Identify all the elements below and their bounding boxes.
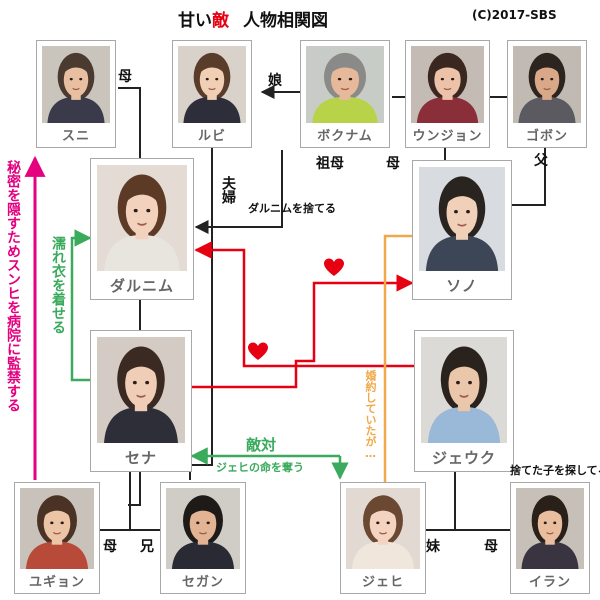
character-name: セナ xyxy=(124,449,157,467)
label-grandmother: 祖母 xyxy=(316,156,344,172)
person-portrait-icon xyxy=(419,167,505,271)
label-searching: 捨てた子を探してる xyxy=(510,464,600,477)
copyright: (C)2017-SBS xyxy=(472,8,557,22)
heart-icon xyxy=(248,342,268,360)
person-portrait-icon xyxy=(20,488,94,569)
person-portrait-icon xyxy=(346,488,420,569)
label-engaged: 婚約していたが… xyxy=(364,370,377,460)
line-orange-engaged xyxy=(383,234,412,482)
label-elder-brother: 兄 xyxy=(140,539,154,555)
line-gobon-sono xyxy=(512,148,546,206)
line-rubi-couple xyxy=(189,148,213,480)
character-name: ルビ xyxy=(197,129,226,144)
label-wet-clothes: 濡れ衣を着せる xyxy=(50,236,66,334)
label-father: 父 xyxy=(534,153,548,169)
label-daughter: 娘 xyxy=(268,73,282,89)
person-portrait-icon xyxy=(166,488,240,569)
card-iran[interactable]: イラン xyxy=(510,482,590,594)
label-mother-yugyon: 母 xyxy=(103,539,117,555)
label-take-life: ジェヒの命を奪う xyxy=(216,461,304,474)
label-mother-iran: 母 xyxy=(484,539,498,555)
person-portrait-icon xyxy=(306,46,384,123)
person-portrait-icon xyxy=(513,46,581,123)
character-name: ジェヒ xyxy=(361,575,404,590)
card-sena[interactable]: セナ xyxy=(90,330,192,472)
heart-icon xyxy=(324,258,344,276)
card-gobon[interactable]: ゴボン xyxy=(507,40,587,148)
card-sono[interactable]: ソノ xyxy=(412,160,512,300)
label-couple: 夫婦 xyxy=(220,176,236,204)
character-name: ボクナム xyxy=(317,129,373,144)
character-name: イラン xyxy=(528,575,571,590)
person-portrait-icon xyxy=(178,46,246,123)
card-bokunamu[interactable]: ボクナム xyxy=(300,40,390,148)
label-rival: 敵対 xyxy=(246,436,277,454)
title-text-1: 甘い xyxy=(178,11,212,31)
character-name: ユギョン xyxy=(28,575,85,590)
title-text-2: 人物相関図 xyxy=(243,11,328,31)
card-jehi[interactable]: ジェヒ xyxy=(340,482,426,594)
character-name: ウンジョン xyxy=(412,129,483,144)
card-jeuku[interactable]: ジェウク xyxy=(414,330,514,472)
line-abandon xyxy=(194,150,283,234)
label-abandoned: ダルニムを捨てる xyxy=(248,202,336,215)
card-yugyon[interactable]: ユギョン xyxy=(14,482,100,594)
label-mother-unjon: 母 xyxy=(386,156,400,172)
card-segan[interactable]: セガン xyxy=(160,482,246,594)
character-name: ゴボン xyxy=(525,129,568,144)
card-darunimu[interactable]: ダルニム xyxy=(90,158,194,300)
label-confined: 秘密を隠すためスンヒを病院に監禁する xyxy=(5,160,21,412)
title-accent: 敵 xyxy=(212,11,229,31)
card-rubi[interactable]: ルビ xyxy=(172,40,252,148)
line-red-darunimu-jeuku xyxy=(194,241,414,368)
page-title: 甘い敵人物相関図 xyxy=(178,6,328,31)
character-name: ジェウク xyxy=(431,449,496,467)
line-green-wet-clothes xyxy=(70,229,92,382)
card-unjon[interactable]: ウンジョン xyxy=(405,40,490,148)
person-portrait-icon xyxy=(42,46,110,123)
label-mother-suni: 母 xyxy=(118,69,132,85)
card-suni[interactable]: スニ xyxy=(36,40,116,148)
character-name: セガン xyxy=(181,575,224,590)
line-red-sena-sono xyxy=(192,274,414,389)
character-name: ソノ xyxy=(446,277,478,295)
character-name: ダルニム xyxy=(109,277,174,295)
label-younger-sister: 妹 xyxy=(426,539,440,555)
person-portrait-icon xyxy=(411,46,484,123)
character-name: スニ xyxy=(61,129,90,144)
person-portrait-icon xyxy=(421,337,507,443)
person-portrait-icon xyxy=(97,337,185,443)
person-portrait-icon xyxy=(516,488,584,569)
person-portrait-icon xyxy=(97,165,187,271)
